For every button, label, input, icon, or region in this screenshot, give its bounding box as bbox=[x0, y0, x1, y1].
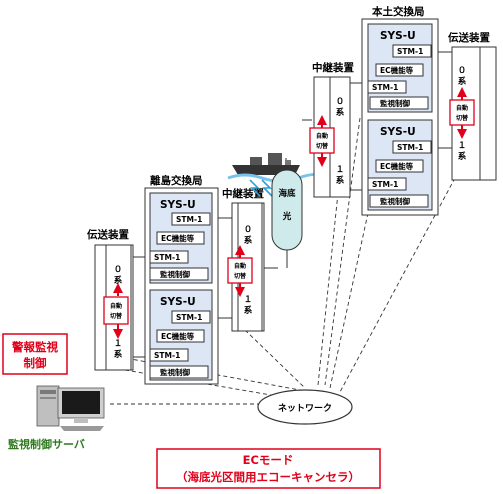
sys0-digit: ０ bbox=[458, 65, 467, 76]
sys1-digit: １ bbox=[244, 294, 253, 305]
sys-unit-remote-1: SYS-U STM-1 EC機能等 STM-1 監視制御 bbox=[149, 289, 213, 381]
sys-unit-mainland-0: SYS-U STM-1 EC機能等 STM-1 監視制御 bbox=[367, 23, 433, 113]
stm1-label: STM-1 bbox=[397, 47, 423, 56]
ec-mode-title: ECモード bbox=[243, 453, 294, 467]
right-transmission-label: 伝送装置 bbox=[448, 31, 490, 44]
monitor-label: 監視制御 bbox=[380, 98, 410, 108]
auto-switch-badge bbox=[227, 257, 253, 284]
monitor-label: 監視制御 bbox=[380, 196, 410, 206]
sys0-digit: ０ bbox=[114, 264, 123, 275]
sys1-digit: １ bbox=[114, 338, 123, 349]
alarm-label-1: 警報監視 bbox=[11, 340, 58, 354]
stm1-label: STM-1 bbox=[154, 351, 180, 360]
alarm-label-2: 制御 bbox=[24, 356, 47, 370]
ec-label: EC機能等 bbox=[380, 65, 414, 75]
network-cloud bbox=[257, 389, 353, 425]
ec-label: EC機能等 bbox=[161, 233, 195, 243]
sys0-label: 系 bbox=[244, 235, 253, 246]
ec-label: EC機能等 bbox=[161, 331, 195, 341]
switch-text-2: 切替 bbox=[110, 312, 123, 320]
relay-right-label: 中継装置 bbox=[312, 61, 354, 74]
mainland-exchange-label: 本土交換局 bbox=[372, 5, 425, 18]
stm1-label: STM-1 bbox=[372, 180, 398, 189]
network-label: ネットワーク bbox=[278, 403, 332, 414]
switch-text-1: 自動 bbox=[110, 302, 122, 310]
sys0-label: 系 bbox=[114, 275, 123, 286]
sys1-label: 系 bbox=[458, 151, 467, 162]
left-transmission-label: 伝送装置 bbox=[87, 228, 129, 241]
sys-unit-mainland-1: SYS-U STM-1 EC機能等 STM-1 監視制御 bbox=[367, 119, 433, 211]
stm1-label: STM-1 bbox=[176, 313, 202, 322]
sys0-label: 系 bbox=[336, 107, 345, 118]
stm1-label: STM-1 bbox=[176, 215, 202, 224]
monitor-label: 監視制御 bbox=[160, 367, 190, 377]
sys-unit-remote-0: SYS-U STM-1 EC機能等 STM-1 監視制御 bbox=[149, 192, 213, 284]
ec-label: EC機能等 bbox=[380, 161, 414, 171]
switch-text-2: 切替 bbox=[456, 114, 469, 122]
server-computer-icon bbox=[36, 385, 105, 431]
sys0-digit: ０ bbox=[336, 96, 345, 107]
server-label: 監視制御サーバ bbox=[8, 437, 85, 451]
sys1-label: 系 bbox=[244, 305, 253, 316]
fiber-label-2: 光 bbox=[282, 211, 292, 222]
submarine-fiber-tank: 海底 光 bbox=[271, 169, 303, 251]
alarm-box bbox=[2, 333, 68, 375]
sys1-label: 系 bbox=[114, 349, 123, 360]
auto-switch-badge bbox=[103, 296, 129, 325]
auto-switch-badge bbox=[449, 99, 475, 126]
sys1-digit: １ bbox=[458, 140, 467, 151]
stm1-label: STM-1 bbox=[397, 143, 423, 152]
switch-text-1: 自動 bbox=[234, 262, 246, 270]
sys1-digit: １ bbox=[336, 164, 345, 175]
fiber-label-1: 海底 bbox=[278, 188, 296, 199]
switch-text-2: 切替 bbox=[316, 142, 329, 150]
auto-switch-badge bbox=[309, 127, 335, 154]
sys1-label: 系 bbox=[336, 175, 345, 186]
sys-unit-title: SYS-U bbox=[160, 296, 196, 308]
sys0-label: 系 bbox=[458, 76, 467, 87]
stm1-label: STM-1 bbox=[372, 83, 398, 92]
sys-unit-title: SYS-U bbox=[380, 30, 416, 42]
stm1-label: STM-1 bbox=[154, 253, 180, 262]
switch-text-2: 切替 bbox=[234, 272, 247, 280]
switch-text-1: 自動 bbox=[456, 104, 468, 112]
remote-exchange-label: 離島交換局 bbox=[150, 174, 203, 187]
sys-unit-title: SYS-U bbox=[160, 199, 196, 211]
switch-text-1: 自動 bbox=[316, 132, 328, 140]
ec-mode-subtitle: （海底光区間用エコーキャンセラ） bbox=[176, 470, 360, 484]
sys-unit-title: SYS-U bbox=[380, 126, 416, 138]
monitor-label: 監視制御 bbox=[160, 269, 190, 279]
sys0-digit: ０ bbox=[244, 224, 253, 235]
ec-mode-box bbox=[156, 448, 381, 489]
